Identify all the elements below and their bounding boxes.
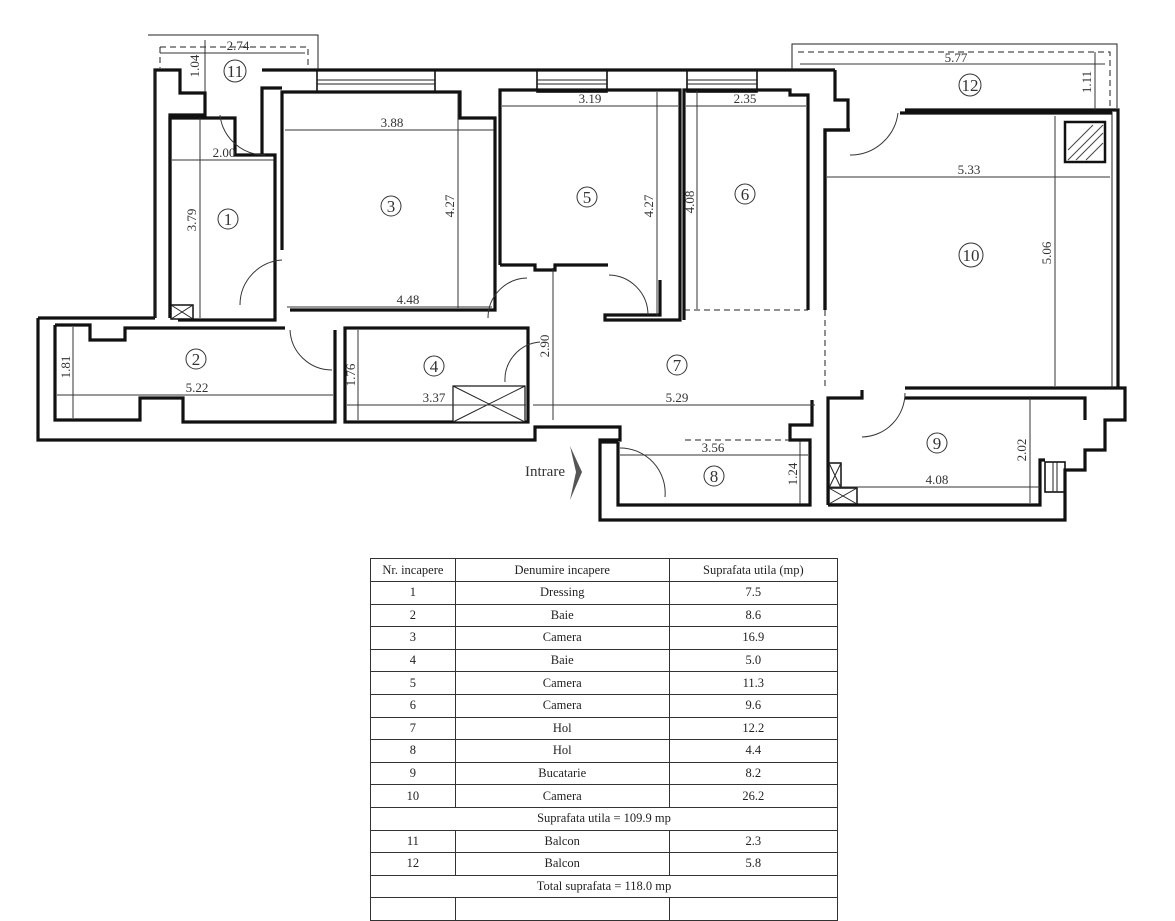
- room-marker-1: 1: [217, 208, 239, 230]
- dim-3-56: 3.56: [702, 440, 725, 455]
- dim-2-35: 2.35: [734, 91, 757, 106]
- subtotal-text: Suprafata utila = 109.9 mp: [370, 806, 838, 831]
- svg-text:4: 4: [430, 357, 439, 376]
- dim-5-33: 5.33: [958, 162, 981, 177]
- header-nr: Nr. incapere: [370, 558, 456, 582]
- dim-5-22: 5.22: [186, 380, 209, 395]
- dim-4-08-b: 4.08: [926, 472, 949, 487]
- room-4-walls: [343, 326, 530, 424]
- room-10-walls: [823, 128, 850, 310]
- svg-text:10: 10: [963, 246, 980, 265]
- header-area: Suprafata utila (mp): [668, 558, 839, 582]
- svg-text:9: 9: [933, 434, 942, 453]
- floor-plan: 2.74 1.04 2.00 3.79 3.88 4.27 4.48 3.19 …: [36, 34, 1127, 522]
- dim-2-02: 2.02: [1014, 439, 1029, 462]
- svg-text:12: 12: [962, 76, 979, 95]
- room-2-walls: [53, 325, 337, 424]
- dim-5-06: 5.06: [1039, 241, 1054, 264]
- dimension-labels: 2.74 1.04 2.00 3.79 3.88 4.27 4.48 3.19 …: [58, 38, 1094, 487]
- svg-text:3: 3: [387, 197, 396, 216]
- room-5-walls: [498, 88, 682, 322]
- svg-text:2: 2: [192, 350, 201, 369]
- windows: [316, 69, 1066, 493]
- room-3-walls: [280, 90, 497, 312]
- dim-5-29: 5.29: [666, 390, 689, 405]
- dim-1-24: 1.24: [785, 462, 800, 485]
- table-row-cut: [370, 897, 839, 921]
- shaft-hatch: [1067, 124, 1104, 161]
- room-8-walls: [616, 400, 814, 507]
- room-marker-7: 7: [666, 354, 688, 376]
- room-marker-10: 10: [958, 242, 984, 268]
- doors: [219, 112, 906, 498]
- room-area-table: Nr. incapere Denumire incapere Suprafata…: [370, 558, 839, 921]
- svg-text:11: 11: [227, 62, 243, 81]
- balcony-11: [148, 34, 319, 70]
- room-marker-3: 3: [380, 195, 402, 217]
- svg-text:7: 7: [673, 356, 682, 375]
- room-1-walls: [168, 116, 277, 322]
- subtotal-row: Suprafata utila = 109.9 mp: [370, 806, 838, 831]
- total-text: Total suprafata = 118.0 mp: [370, 874, 838, 899]
- dim-2-90: 2.90: [537, 335, 552, 358]
- dim-5-77: 5.77: [945, 50, 968, 65]
- dim-3-37: 3.37: [423, 390, 446, 405]
- table-header-row: Nr. incapere Denumire incapere Suprafata…: [370, 558, 839, 582]
- entrance-label: Intrare: [525, 464, 565, 480]
- entrance-arrow-icon: [570, 446, 582, 500]
- dim-1-76: 1.76: [343, 363, 358, 386]
- room-9-walls: [826, 390, 864, 505]
- svg-text:1: 1: [224, 210, 233, 229]
- dim-3-19: 3.19: [579, 91, 602, 106]
- header-name: Denumire incapere: [454, 558, 670, 582]
- svg-text:8: 8: [710, 467, 719, 486]
- dim-1-11: 1.11: [1079, 71, 1094, 93]
- dim-4-08-a: 4.08: [682, 191, 697, 214]
- dim-4-27-a: 4.27: [442, 194, 457, 217]
- dimension-lines: [57, 40, 1110, 504]
- dim-3-79: 3.79: [184, 209, 199, 232]
- dim-3-88: 3.88: [381, 115, 404, 130]
- dim-4-27-b: 4.27: [641, 194, 656, 217]
- exterior-walls: [36, 68, 1127, 522]
- dim-2-74: 2.74: [227, 38, 250, 53]
- svg-text:6: 6: [741, 185, 750, 204]
- dim-4-48: 4.48: [397, 292, 420, 307]
- room-marker-2: 2: [185, 348, 207, 370]
- room-6-walls: [682, 88, 810, 320]
- dim-1-04: 1.04: [187, 54, 202, 77]
- room-marker-4: 4: [423, 355, 445, 377]
- ventilation-shaft: [1063, 120, 1107, 164]
- svg-text:5: 5: [583, 188, 592, 207]
- total-row: Total suprafata = 118.0 mp: [370, 874, 838, 899]
- room-markers: 1 2 3 4 5 6 7 8 9 10 11 12: [185, 59, 984, 487]
- room-marker-11: 11: [223, 59, 247, 83]
- dim-1-81: 1.81: [58, 356, 73, 379]
- room-marker-5: 5: [576, 186, 598, 208]
- dim-2-00: 2.00: [213, 145, 236, 160]
- room-marker-9: 9: [926, 432, 948, 454]
- room-marker-12: 12: [958, 73, 982, 97]
- room-marker-6: 6: [734, 183, 756, 205]
- room-marker-8: 8: [703, 465, 725, 487]
